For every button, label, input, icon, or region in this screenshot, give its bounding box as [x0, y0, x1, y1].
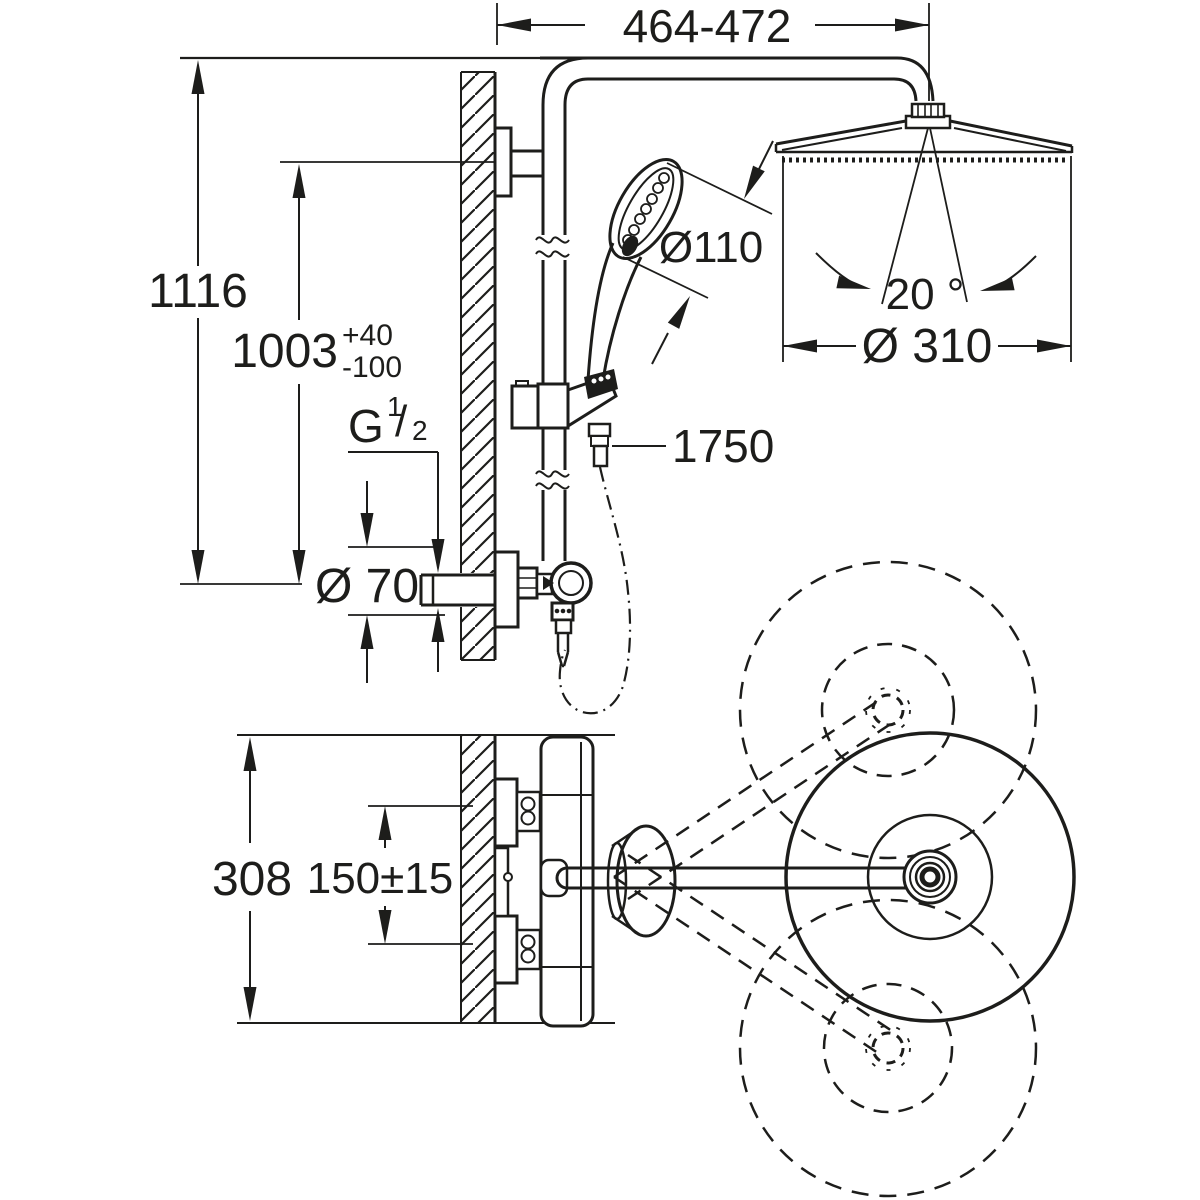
head-position-center	[784, 731, 1076, 1023]
pipe-break-symbol	[535, 236, 570, 490]
dim-rail-tol-plus-label: +40	[342, 319, 393, 352]
temperature-marker	[543, 576, 554, 590]
wall-bracket	[493, 126, 543, 198]
dim-head-angle: 20 °	[815, 127, 1037, 319]
shower-hose	[558, 466, 632, 715]
dim-body-height: 308	[212, 737, 292, 1021]
thermostat-valve	[543, 561, 593, 668]
dim-hose-length: 1750	[612, 420, 774, 472]
rail-holder	[510, 369, 618, 468]
dim-rail-height: 1003 +40 -100	[231, 161, 496, 584]
arm-escutcheon-cone	[606, 824, 677, 938]
dim-escutcheon-dia-label: Ø 70	[315, 560, 419, 613]
supply-pipe	[419, 550, 554, 629]
dim-thread-size: G 1 / 2	[348, 391, 445, 672]
dim-hose-length-label: 1750	[672, 420, 774, 472]
inlet-connections	[493, 777, 542, 985]
escutcheon-front	[493, 550, 520, 629]
hand-shower-handle	[586, 242, 615, 381]
arm-position-down	[613, 853, 896, 1057]
dim-inlet-spacing: 150±15	[307, 805, 473, 945]
dim-escutcheon-dia: Ø 70	[315, 481, 445, 683]
thread-sup-label: 1	[387, 391, 403, 422]
swivel-arm-positions	[613, 560, 1038, 1198]
dim-rail-height-label: 1003	[231, 325, 338, 378]
dim-total-height-label: 1116	[148, 265, 248, 318]
top-view	[237, 560, 1076, 1198]
dim-head-shower-dia-label: Ø 310	[862, 320, 993, 373]
head-shower	[774, 102, 1074, 163]
hand-shower	[586, 157, 684, 381]
front-view	[180, 56, 1074, 715]
shower-pipe	[180, 56, 935, 561]
thread-sub-label: 2	[412, 415, 428, 446]
dim-top-width: 464-472	[496, 0, 930, 101]
dim-rail-tol-minus-label: -100	[342, 351, 402, 384]
dim-hand-shower-dia-label: Ø110	[659, 223, 763, 272]
head-position-down	[738, 898, 1038, 1198]
hose-connector	[592, 444, 609, 468]
dim-head-shower-dia: Ø 310	[782, 156, 1072, 373]
head-position-up	[738, 560, 1038, 860]
dim-head-angle-label: 20 °	[886, 270, 965, 319]
dim-total-height: 1116	[148, 60, 302, 585]
thread-letter-label: G	[348, 400, 384, 452]
dim-hand-shower-dia: Ø110	[622, 140, 774, 365]
dim-inlet-spacing-label: 150±15	[307, 854, 454, 903]
wall-section-front	[460, 71, 497, 661]
dim-body-height-label: 308	[212, 853, 292, 906]
shower-arm-top	[555, 731, 1076, 1023]
dimensions: 464-472 1116 1003 +40 -100 G 1 / 2	[148, 0, 1072, 1021]
thread-slash-label: /	[395, 397, 408, 446]
valve-body-top	[539, 735, 595, 1028]
dim-top-width-label: 464-472	[623, 0, 792, 52]
